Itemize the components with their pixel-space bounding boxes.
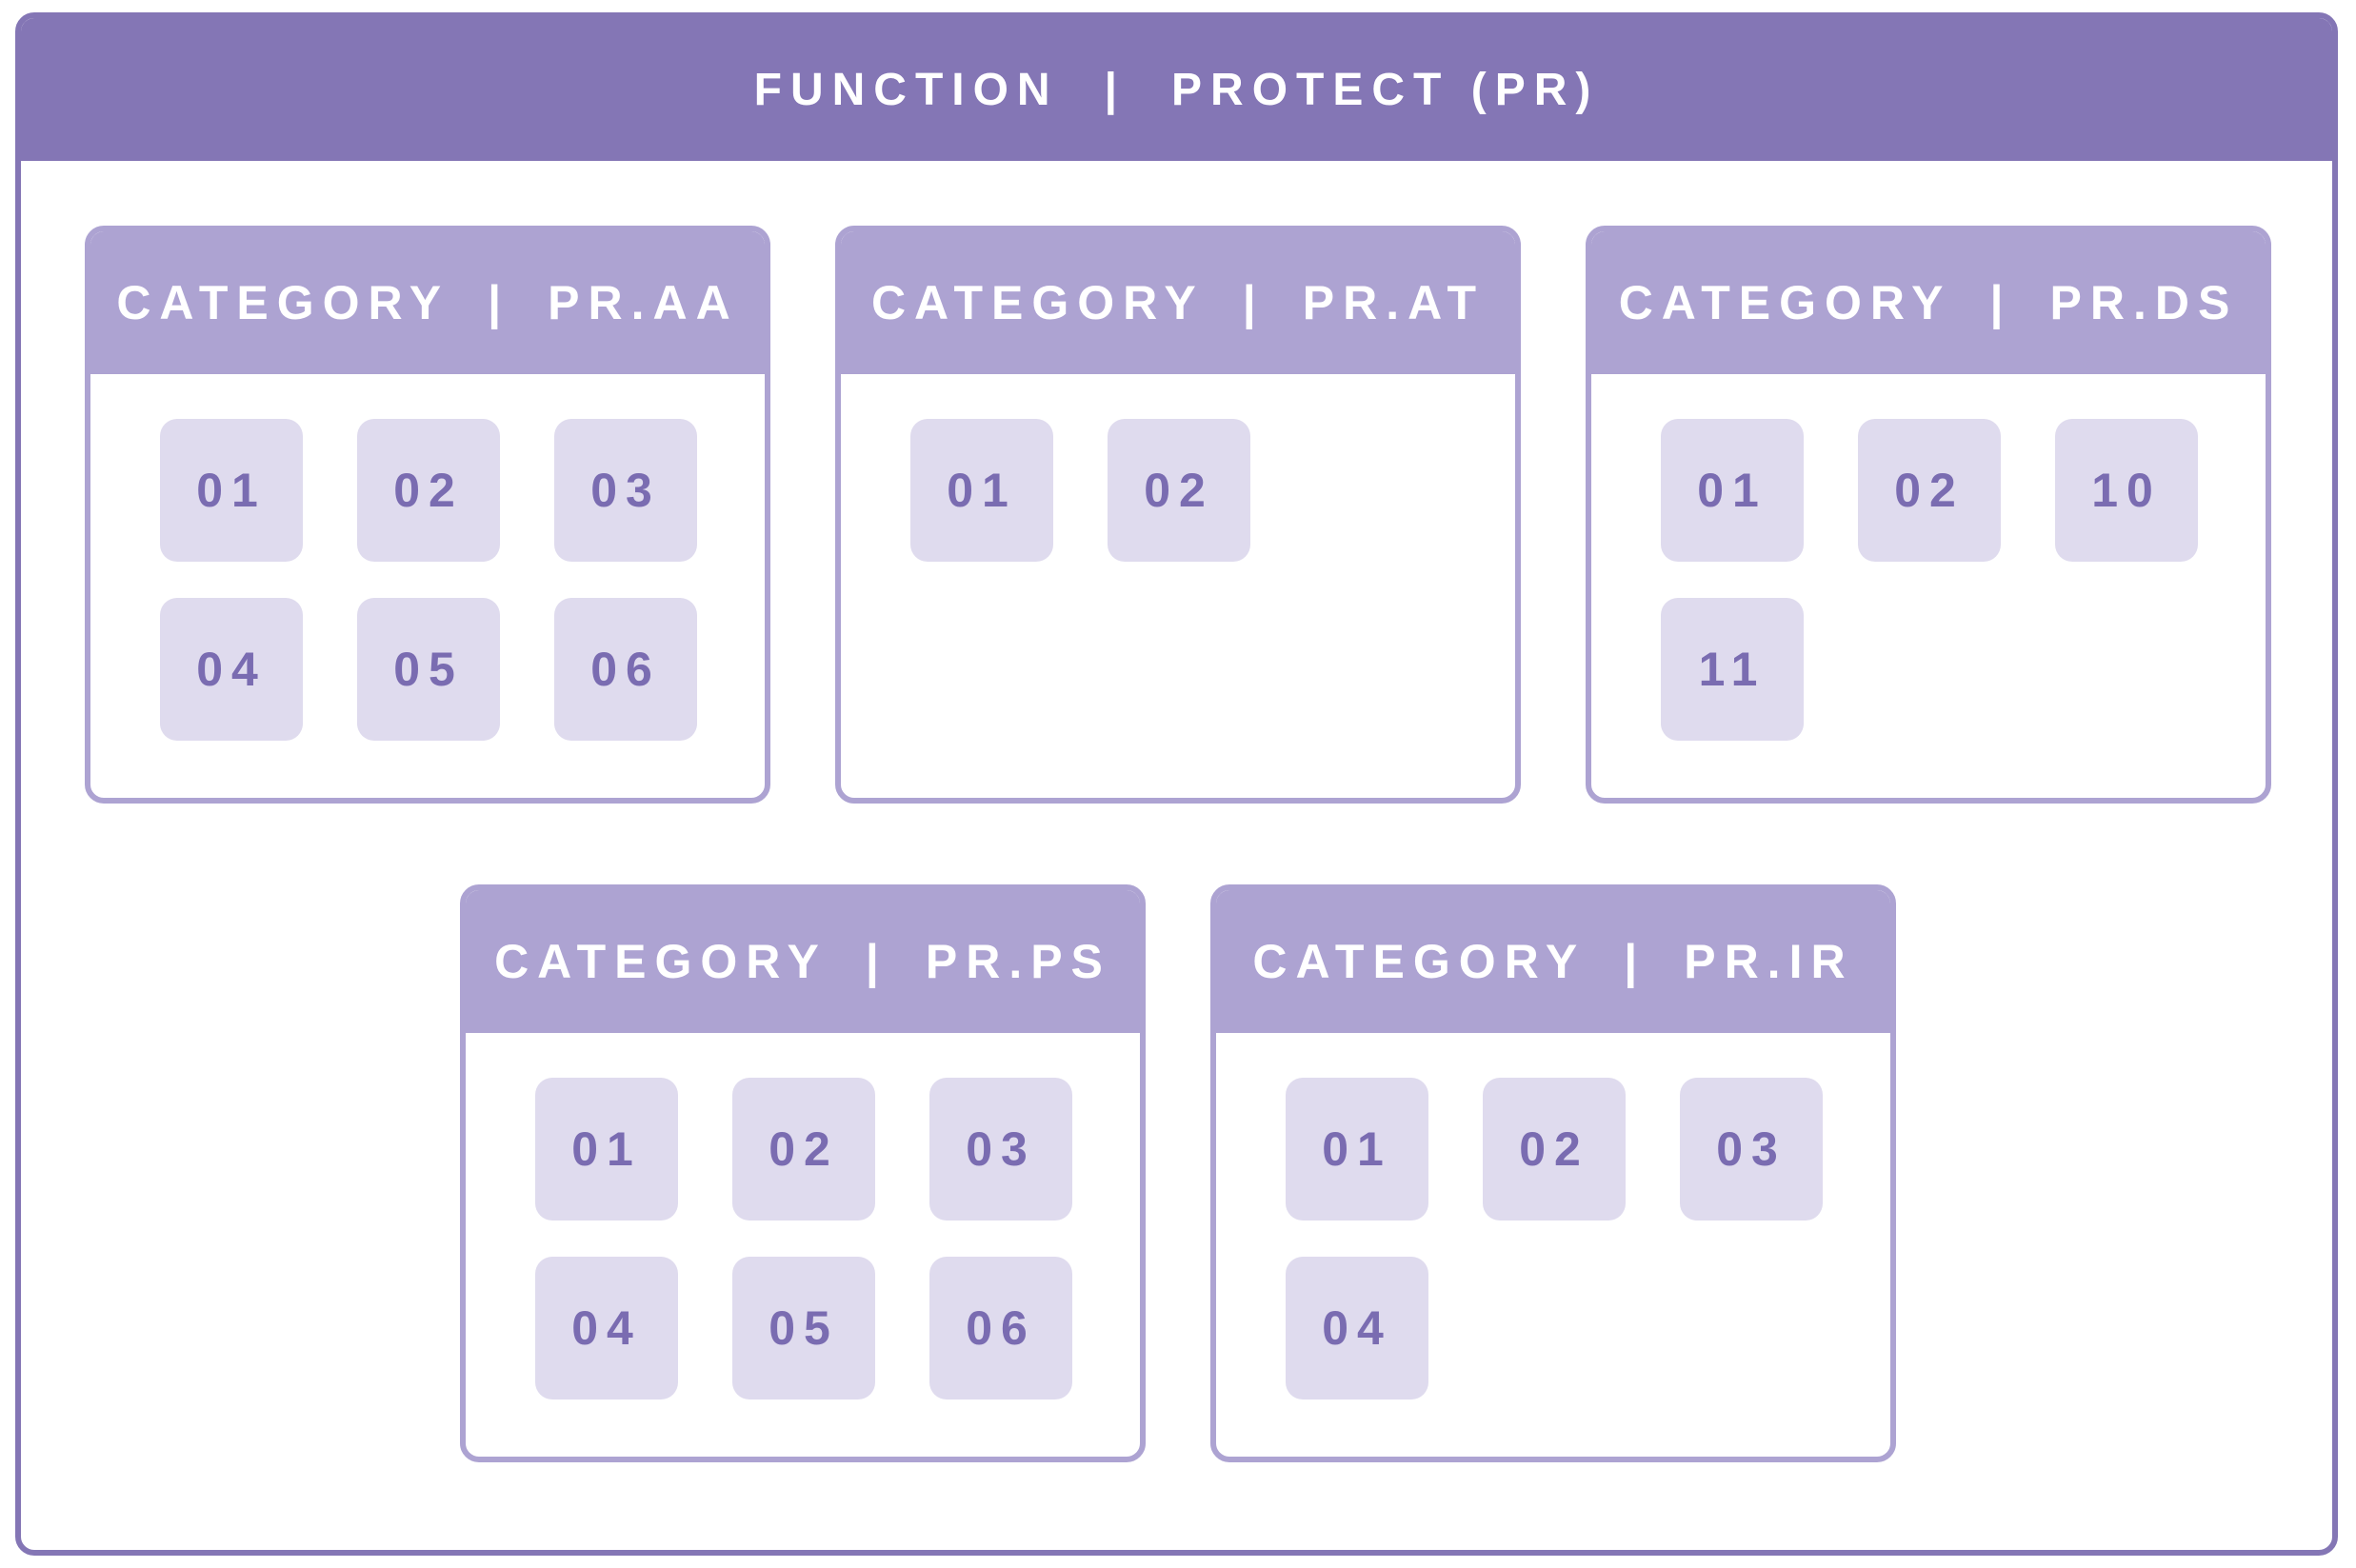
subcategory-tile: 05 bbox=[357, 598, 500, 741]
category-header: CATEGORY | PR.AT bbox=[841, 231, 1515, 374]
category-card-pr-ir: CATEGORY | PR.IR 01 02 03 04 bbox=[1210, 884, 1896, 1462]
subcategory-tile: 04 bbox=[160, 598, 303, 741]
category-code: PR.DS bbox=[2049, 276, 2239, 329]
subcategory-tile: 01 bbox=[1661, 419, 1804, 562]
category-separator: | bbox=[1242, 276, 1265, 329]
category-header: CATEGORY | PR.PS bbox=[466, 890, 1140, 1033]
category-header: CATEGORY | PR.IR bbox=[1216, 890, 1890, 1033]
subcategory-tile: 06 bbox=[554, 598, 697, 741]
category-separator: | bbox=[865, 935, 888, 988]
subcategory-tile: 11 bbox=[1661, 598, 1804, 741]
subcategory-tile: 04 bbox=[535, 1257, 678, 1399]
category-separator: | bbox=[1989, 276, 2012, 329]
subcategory-tile: 01 bbox=[1286, 1078, 1428, 1221]
subcategory-tile: 10 bbox=[2055, 419, 2198, 562]
subcategory-tile: 01 bbox=[160, 419, 303, 562]
category-code: PR.PS bbox=[925, 935, 1111, 988]
category-code: PR.AT bbox=[1302, 276, 1486, 329]
category-label: CATEGORY bbox=[1618, 276, 1952, 329]
category-label: CATEGORY bbox=[494, 935, 828, 988]
subcategory-tile: 03 bbox=[554, 419, 697, 562]
function-label: FUNCTION bbox=[753, 64, 1059, 115]
category-separator: | bbox=[488, 276, 510, 329]
subcategory-tile: 02 bbox=[357, 419, 500, 562]
subcategory-tile: 02 bbox=[1108, 419, 1250, 562]
function-separator: | bbox=[1104, 64, 1127, 115]
category-card-pr-ds: CATEGORY | PR.DS 01 02 10 11 bbox=[1586, 226, 2271, 804]
category-label: CATEGORY bbox=[870, 276, 1205, 329]
subcategory-tile: 06 bbox=[929, 1257, 1072, 1399]
subcategory-tile: 02 bbox=[1483, 1078, 1626, 1221]
subcategory-tile: 04 bbox=[1286, 1257, 1428, 1399]
subcategory-tile: 01 bbox=[910, 419, 1053, 562]
function-header: FUNCTION | PROTECT (PR) bbox=[21, 18, 2332, 161]
subcategory-tile: 03 bbox=[1680, 1078, 1823, 1221]
category-card-pr-at: CATEGORY | PR.AT 01 02 bbox=[835, 226, 1521, 804]
subcategory-tile: 02 bbox=[732, 1078, 875, 1221]
category-header: CATEGORY | PR.AA bbox=[90, 231, 765, 374]
category-code: PR.AA bbox=[548, 276, 739, 329]
subcategory-tile: 01 bbox=[535, 1078, 678, 1221]
category-code: PR.IR bbox=[1684, 935, 1854, 988]
subcategory-tile: 02 bbox=[1858, 419, 2001, 562]
category-label: CATEGORY bbox=[1252, 935, 1587, 988]
category-header: CATEGORY | PR.DS bbox=[1591, 231, 2266, 374]
subcategory-tile: 03 bbox=[929, 1078, 1072, 1221]
category-separator: | bbox=[1624, 935, 1647, 988]
category-card-pr-aa: CATEGORY | PR.AA 01 02 03 04 05 06 bbox=[85, 226, 770, 804]
category-card-pr-ps: CATEGORY | PR.PS 01 02 03 04 05 06 bbox=[460, 884, 1146, 1462]
category-label: CATEGORY bbox=[116, 276, 450, 329]
function-name: PROTECT (PR) bbox=[1171, 64, 1600, 115]
subcategory-tile: 05 bbox=[732, 1257, 875, 1399]
